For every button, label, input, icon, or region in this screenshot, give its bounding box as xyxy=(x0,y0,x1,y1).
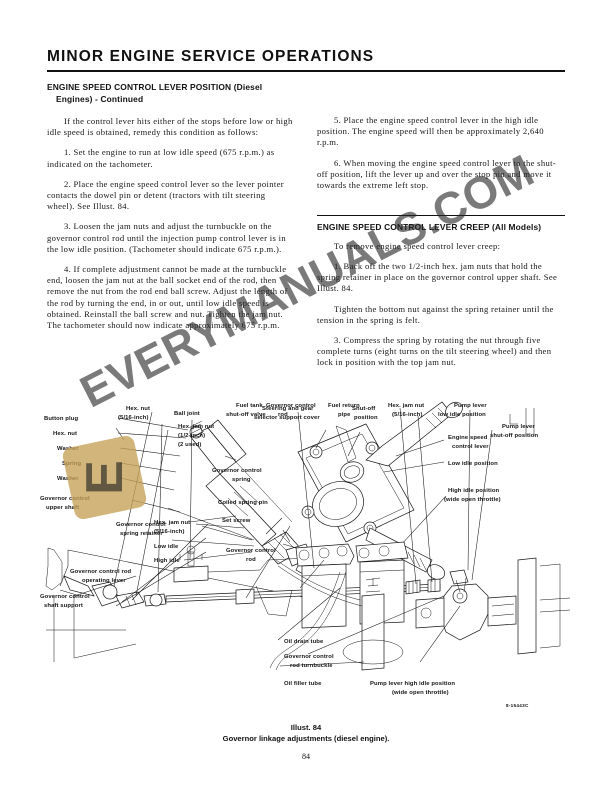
right-paragraph-step-6: 6. When moving the engine speed control … xyxy=(317,157,556,191)
label-hex-jam-nut-half: Hex. jam nut xyxy=(178,424,214,430)
caption-title: Governor linkage adjustments (diesel eng… xyxy=(222,734,390,743)
label-pump-lever-shutoff-2: shut-off position xyxy=(490,433,538,439)
label-pump-lever-shutoff-1: Pump lever xyxy=(502,424,535,430)
label-wide-open-throttle-lower: (wide open throttle) xyxy=(392,690,449,696)
label-gov-control-rod-top-1: Governor control xyxy=(266,403,316,409)
label-gov-rod-turnbuckle-2: rod turnbuckle xyxy=(290,663,333,669)
label-shut-off-valve: shut-off valve xyxy=(226,412,266,418)
lower-label-group: Hex. nut (5/16-inch) Ball joint Fuel tan… xyxy=(40,403,538,708)
figure-caption: Illust. 84 Governor linkage adjustments … xyxy=(0,722,612,744)
label-governor-control-1: Governor control xyxy=(40,496,90,502)
label-low-idle: Low idle xyxy=(154,544,179,550)
support-cover-lever-drawing xyxy=(297,401,463,580)
label-oil-drain-tube: Oil drain tube xyxy=(284,639,324,645)
label-pump-lever-low-1: Pump lever xyxy=(454,403,487,409)
label-gov-control-rod-top-2: rod xyxy=(278,412,288,418)
left-paragraph-step-3: 3. Loosen the jam nuts and adjust the tu… xyxy=(47,221,286,254)
title-rule xyxy=(47,70,565,72)
right-paragraph-step-1: 1. Back off the two 1/2-inch hex. jam nu… xyxy=(317,260,558,294)
label-fuel-return-pipe-2: pipe xyxy=(338,412,351,418)
label-high-idle: High idle xyxy=(154,558,180,564)
label-two-used: (2 used) xyxy=(178,442,201,448)
label-ball-joint: Ball joint xyxy=(174,411,200,417)
label-hex-jam-nut-516: Hex. jam nut xyxy=(154,520,190,526)
label-oil-filler-tube: Oil filler tube xyxy=(284,681,322,687)
label-fuel-tank: Fuel tank xyxy=(236,403,263,409)
figure-code: 8-15443C xyxy=(506,703,529,708)
label-gov-rod-operating-lever-1: Governor control rod xyxy=(70,569,132,575)
label-engine-speed: Engine speed xyxy=(448,435,488,441)
label-coiled-spring-pin: Coiled spring pin xyxy=(218,500,268,506)
right-text-column: 5. Place the engine speed control lever … xyxy=(317,82,565,378)
label-pump-lever-high-idle: Pump lever high idle position xyxy=(370,681,455,687)
label-upper-shaft: upper shaft xyxy=(46,505,79,511)
left-paragraph-intro: If the control lever hits either of the … xyxy=(47,116,293,138)
label-gov-rod-turnbuckle-1: Governor control xyxy=(284,654,334,660)
label-washer-lower: Washer xyxy=(57,476,79,482)
label-gov-control-rod-2: rod xyxy=(246,557,256,563)
label-spring: Spring xyxy=(62,461,82,467)
label-governor-control-spring-2: spring xyxy=(232,477,251,483)
label-hex-nut: Hex. nut xyxy=(53,431,77,437)
left-text-column: ENGINE SPEED CONTROL LEVER POSITION (Die… xyxy=(47,82,295,340)
right-paragraph-step-5: 5. Place the engine speed control lever … xyxy=(317,115,544,148)
label-gov-shaft-support-2: shaft support xyxy=(44,603,83,609)
right-paragraph-step-2: Tighten the bottom nut against the sprin… xyxy=(317,303,554,325)
left-paragraph-step-1: 1. Set the engine to run at low idle spe… xyxy=(47,147,275,169)
label-high-idle-position: High idle position xyxy=(448,488,500,494)
label-hex-nut-516: Hex. nut xyxy=(126,406,150,412)
governor-linkage-drawing xyxy=(45,407,571,671)
left-paragraph-step-2: 2. Place the engine speed control lever … xyxy=(47,178,284,212)
label-governor-control-2: Governor control xyxy=(116,522,166,528)
label-fuel-return-pipe-1: Fuel return xyxy=(328,403,360,409)
label-gov-rod-operating-lever-2: operating lever xyxy=(82,578,126,584)
label-steering-gear-1: Steering and gear xyxy=(262,406,314,412)
illustration-figure: Button plug Hex. nut Washer Spring Washe… xyxy=(40,400,575,720)
label-steering-gear-2: selector support cover xyxy=(254,415,320,421)
left-section-heading-sub: Engines) - Continued xyxy=(56,93,144,104)
caption-illust-number: Illust. 84 xyxy=(290,723,322,732)
label-wide-open-throttle-upper: (wide open throttle) xyxy=(444,497,501,503)
right-paragraph-step-3: 3. Compress the spring by rotating the n… xyxy=(317,334,552,368)
left-section-heading: ENGINE SPEED CONTROL LEVER POSITION (Die… xyxy=(47,82,295,105)
label-button-plug: Button plug xyxy=(44,416,78,422)
label-516-inch-c: (5/16-inch) xyxy=(392,412,423,418)
chapter-title: MINOR ENGINE SERVICE OPERATIONS xyxy=(47,48,375,65)
upper-right-label-group: Steering and gear selector support cover… xyxy=(254,406,501,503)
page-number: 84 xyxy=(302,752,310,761)
label-low-idle-position: Low idle position xyxy=(448,461,498,467)
spacer xyxy=(317,200,565,215)
label-hex-jam-nut-lower: Hex. jam nut xyxy=(388,403,424,409)
label-set-screw: Set screw xyxy=(222,518,251,524)
label-516-inch-a: (5/16-inch) xyxy=(118,415,149,421)
label-gov-shaft-support-1: Governor control xyxy=(40,594,90,600)
left-section-heading-main: ENGINE SPEED CONTROL LEVER POSITION (Die… xyxy=(47,82,263,92)
label-shut-off: Shut-off xyxy=(352,406,375,412)
label-spring-retainer: spring retainer xyxy=(120,531,163,537)
left-paragraph-step-4: 4. If complete adjustment cannot be made… xyxy=(47,264,288,331)
label-control-lever: control lever xyxy=(452,444,489,450)
label-pump-lever-low-2: low idle position xyxy=(438,412,486,418)
upper-left-label-group: Button plug Hex. nut Washer Spring Washe… xyxy=(40,416,268,537)
label-516-inch-b: (5/16-inch) xyxy=(154,529,185,535)
label-gov-control-rod-1: Governor control xyxy=(226,548,276,554)
label-washer-upper: Washer xyxy=(57,446,79,452)
right-paragraph-intro: To remove engine speed control lever cre… xyxy=(334,240,501,251)
spacer xyxy=(317,82,565,115)
label-governor-control-spring-1: Governor control xyxy=(212,468,262,474)
label-shut-off-position: position xyxy=(354,415,378,421)
right-section-heading: ENGINE SPEED CONTROL LEVER CREEP (All Mo… xyxy=(317,215,565,234)
